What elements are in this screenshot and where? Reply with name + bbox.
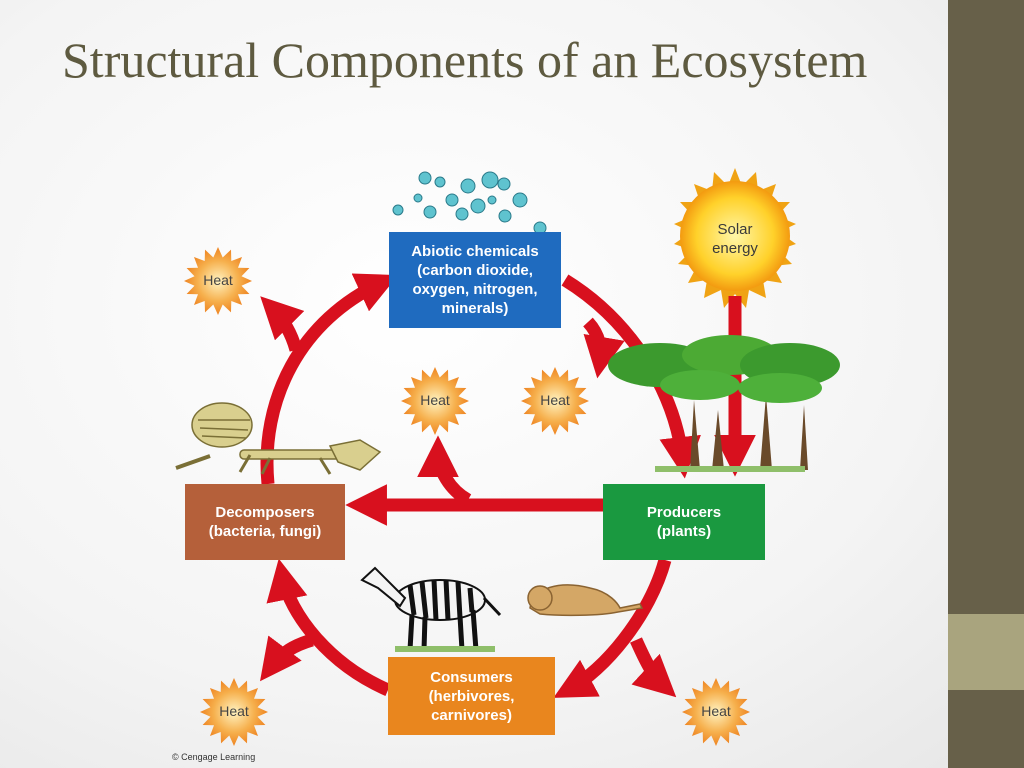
zebra-icon [360, 566, 502, 652]
heat-burst [200, 678, 268, 746]
copyright-credit: © Cengage Learning [172, 752, 256, 762]
heat-icon-bottom-left [200, 678, 268, 746]
trees-icon [608, 335, 840, 472]
heat-label-center-left: Heat [420, 392, 450, 408]
decomposers-label: Decomposers (bacteria, fungi) [208, 504, 322, 540]
heat-label-bottom-right: Heat [701, 703, 731, 719]
heat-label-bottom-left: Heat [219, 703, 249, 719]
heat-icon-bottom-right [682, 678, 750, 746]
arrow-heat-center-left [417, 435, 472, 506]
sun-icon [674, 168, 796, 308]
heat-burst [682, 678, 750, 746]
skeleton-icon [175, 402, 382, 475]
arrow-heat-bottom-left [260, 633, 314, 682]
abiotic-label: Abiotic chemicals (carbon dioxide, oxyge… [411, 243, 539, 317]
consumers-label: Consumers (herbivores, carnivores) [428, 668, 515, 724]
slide-title: Structural Components of an Ecosystem [62, 32, 868, 88]
lion-icon [527, 584, 644, 617]
decomposers-box: Decomposers (bacteria, fungi) [185, 484, 345, 560]
arrow-producers-to-consumers [553, 558, 672, 698]
heat-icon-top-left [184, 247, 252, 315]
consumers-box: Consumers (herbivores, carnivores) [388, 657, 555, 735]
heat-burst [521, 367, 589, 435]
heat-label-top-left: Heat [203, 272, 233, 288]
arrow-heat-center-right [582, 317, 625, 379]
arrow-consumers-to-decomposers [266, 558, 391, 696]
slide-sidebar [948, 0, 1024, 768]
heat-burst [401, 367, 469, 435]
producers-label: Producers (plants) [646, 504, 722, 540]
molecules-icon [392, 171, 547, 235]
solar-energy-label: Solar energy [712, 221, 758, 257]
heat-burst [184, 247, 252, 315]
heat-icon-center-right [521, 367, 589, 435]
abiotic-chemicals-box: Abiotic chemicals (carbon dioxide, oxyge… [389, 232, 561, 328]
flow-arrows [260, 273, 756, 698]
heat-label-center-right: Heat [540, 392, 570, 408]
arrow-heat-bottom-right [630, 637, 677, 698]
ecosystem-diagram [175, 168, 840, 746]
heat-icons [184, 247, 750, 746]
heat-icon-center-left [401, 367, 469, 435]
arrow-heat-top-left [260, 296, 305, 352]
producers-box: Producers (plants) [603, 484, 765, 560]
sidebar-accent [948, 614, 1024, 690]
